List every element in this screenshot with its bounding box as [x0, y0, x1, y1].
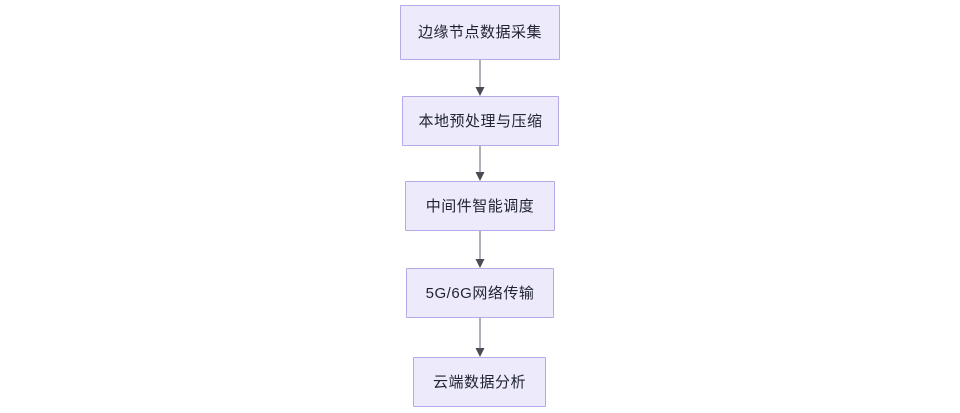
flow-node-edge-data-collection[interactable]: 边缘节点数据采集 [400, 5, 560, 60]
flow-node-5g-6g-transmission[interactable]: 5G/6G网络传输 [406, 268, 554, 318]
flow-node-label: 本地预处理与压缩 [418, 112, 543, 130]
flow-node-middleware-scheduling[interactable]: 中间件智能调度 [405, 181, 555, 231]
flow-node-label: 5G/6G网络传输 [425, 284, 535, 302]
flow-node-cloud-data-analysis[interactable]: 云端数据分析 [413, 357, 546, 407]
flow-node-label: 中间件智能调度 [425, 197, 535, 215]
flow-node-label: 边缘节点数据采集 [417, 24, 542, 41]
flow-node-label: 云端数据分析 [432, 373, 526, 391]
flow-node-local-preprocess-compress[interactable]: 本地预处理与压缩 [402, 96, 559, 146]
